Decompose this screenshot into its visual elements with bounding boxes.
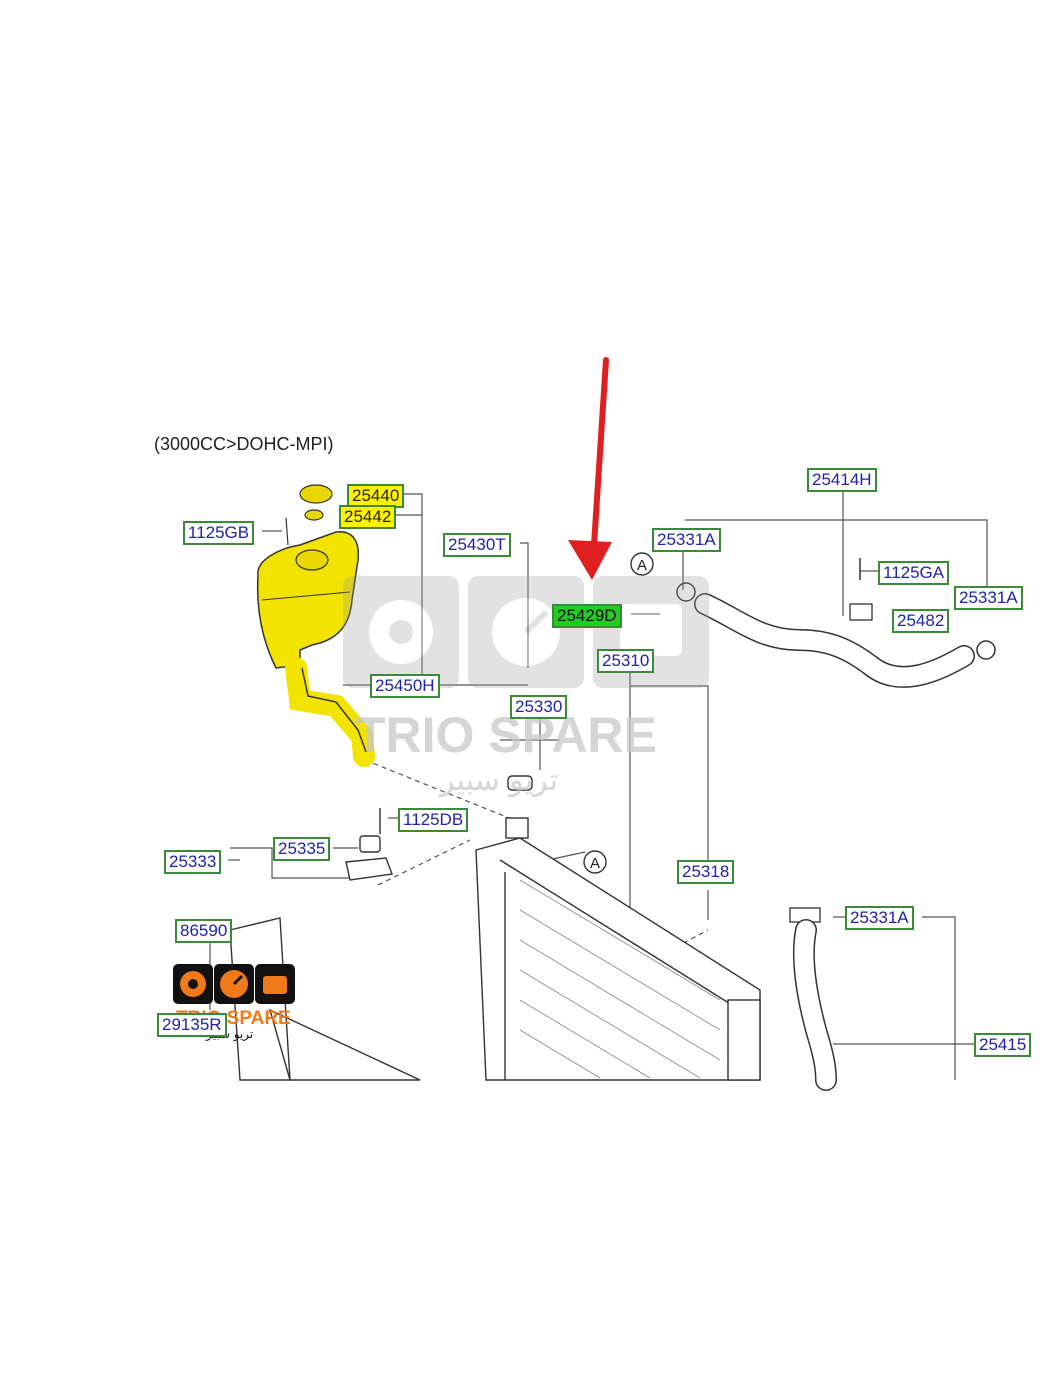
part-label-25414H[interactable]: 25414H bbox=[807, 468, 877, 492]
watermark-brand-text: TRIO SPARE bbox=[355, 707, 657, 763]
ref-marker-a-2-label: A bbox=[590, 855, 600, 872]
part-label-25442[interactable]: 25442 bbox=[339, 505, 397, 529]
speedometer-icon bbox=[492, 598, 560, 666]
part-label-25331A-right[interactable]: 25331A bbox=[954, 586, 1023, 610]
upper-hose-drawing bbox=[676, 558, 996, 688]
part-label-25310[interactable]: 25310 bbox=[597, 649, 655, 673]
part-label-25331A-low[interactable]: 25331A bbox=[845, 906, 914, 930]
part-label-1125GA[interactable]: 1125GA bbox=[878, 561, 950, 585]
part-label-25318[interactable]: 25318 bbox=[677, 860, 735, 884]
ref-marker-a-1: A bbox=[630, 552, 654, 576]
part-label-25331A-top[interactable]: 25331A bbox=[652, 528, 721, 552]
engine-spec-note: (3000CC>DOHC-MPI) bbox=[154, 434, 334, 454]
part-label-25450H[interactable]: 25450H bbox=[370, 674, 440, 698]
ref-marker-a-2: A bbox=[583, 850, 607, 874]
part-label-29135R[interactable]: 29135R bbox=[157, 1013, 227, 1037]
part-label-1125DB[interactable]: 1125DB bbox=[398, 808, 469, 832]
part-label-25330[interactable]: 25330 bbox=[510, 695, 568, 719]
watermark-brand-ar-text: تريو سبير bbox=[438, 763, 558, 798]
part-label-25430T[interactable]: 25430T bbox=[443, 533, 511, 557]
ref-marker-a-1-label: A bbox=[637, 557, 647, 574]
part-label-1125GB[interactable]: 1125GB bbox=[183, 521, 255, 545]
radiator-drawing bbox=[475, 775, 761, 1081]
engine-icon bbox=[620, 604, 682, 656]
part-label-25415[interactable]: 25415 bbox=[974, 1033, 1032, 1057]
part-label-86590[interactable]: 86590 bbox=[175, 919, 233, 943]
part-label-25429D[interactable]: 25429D bbox=[552, 604, 622, 628]
pointer-arrow bbox=[568, 357, 612, 580]
part-label-25335[interactable]: 25335 bbox=[273, 837, 331, 861]
part-label-25482[interactable]: 25482 bbox=[892, 609, 950, 633]
watermark-corner-logo bbox=[173, 964, 295, 1004]
part-label-25440[interactable]: 25440 bbox=[347, 484, 405, 508]
part-label-25333[interactable]: 25333 bbox=[164, 850, 222, 874]
reservoir-tank-drawing bbox=[256, 484, 375, 767]
wheel-icon bbox=[369, 600, 433, 664]
engine-icon bbox=[263, 976, 287, 994]
lower-hose-drawing bbox=[789, 907, 837, 1091]
